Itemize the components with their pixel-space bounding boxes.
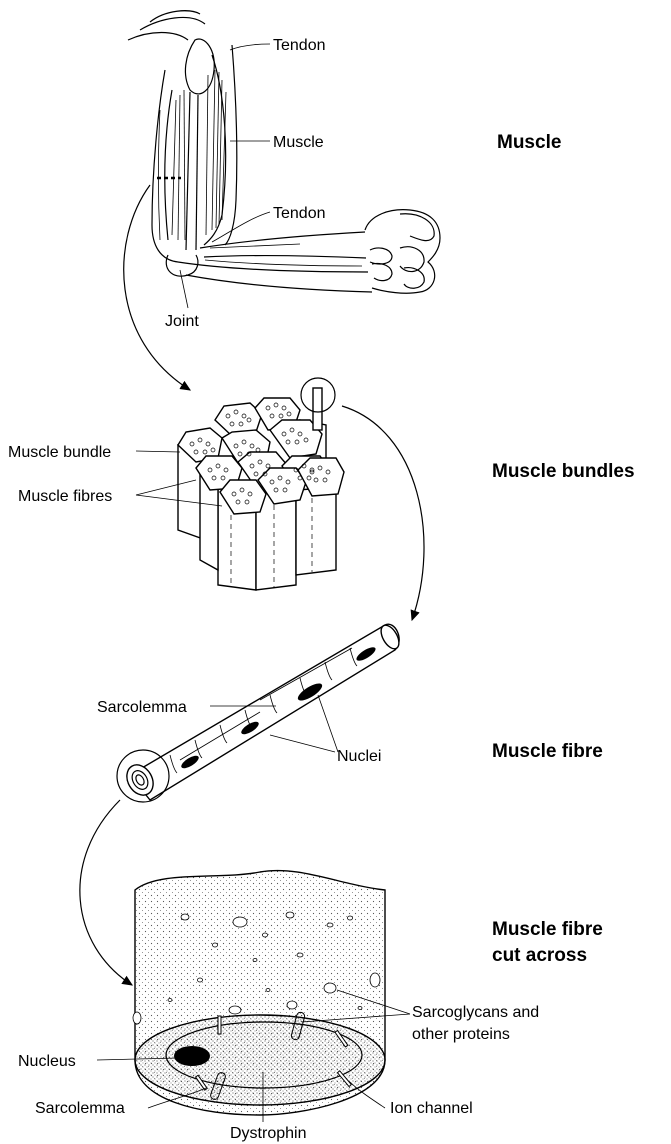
- cross-section-illustration: [97, 871, 410, 1122]
- label-sarcolemma-fibre: Sarcolemma: [97, 699, 187, 716]
- label-sarcoglycans-line2: other proteins: [412, 1026, 510, 1043]
- arrow-fibre-to-cross-section: [80, 800, 132, 985]
- label-tendon-bottom: Tendon: [273, 205, 326, 222]
- label-sarcolemma-cut: Sarcolemma: [35, 1100, 125, 1117]
- heading-muscle-bundles: Muscle bundles: [492, 461, 635, 482]
- arm-illustration: [128, 11, 440, 308]
- heading-cut-across-line2: cut across: [492, 945, 587, 966]
- label-muscle-bundle: Muscle bundle: [8, 444, 111, 461]
- heading-muscle-fibre: Muscle fibre: [492, 741, 603, 762]
- label-nucleus: Nucleus: [18, 1053, 76, 1070]
- heading-muscle: Muscle: [497, 132, 561, 153]
- heading-cut-across-line1: Muscle fibre: [492, 919, 603, 940]
- label-nuclei: Nuclei: [337, 748, 381, 765]
- muscle-bundles-illustration: [136, 378, 344, 590]
- label-tendon-top: Tendon: [273, 37, 326, 54]
- label-muscle-fibres: Muscle fibres: [18, 488, 112, 505]
- label-sarcoglycans-line1: Sarcoglycans and: [412, 1004, 539, 1021]
- arrow-arm-to-bundles: [124, 185, 190, 390]
- label-muscle: Muscle: [273, 134, 324, 151]
- arrow-bundles-to-fibre: [342, 406, 424, 620]
- label-dystrophin: Dystrophin: [230, 1125, 306, 1142]
- label-ion-channel: Ion channel: [390, 1100, 473, 1117]
- label-joint: Joint: [165, 313, 199, 330]
